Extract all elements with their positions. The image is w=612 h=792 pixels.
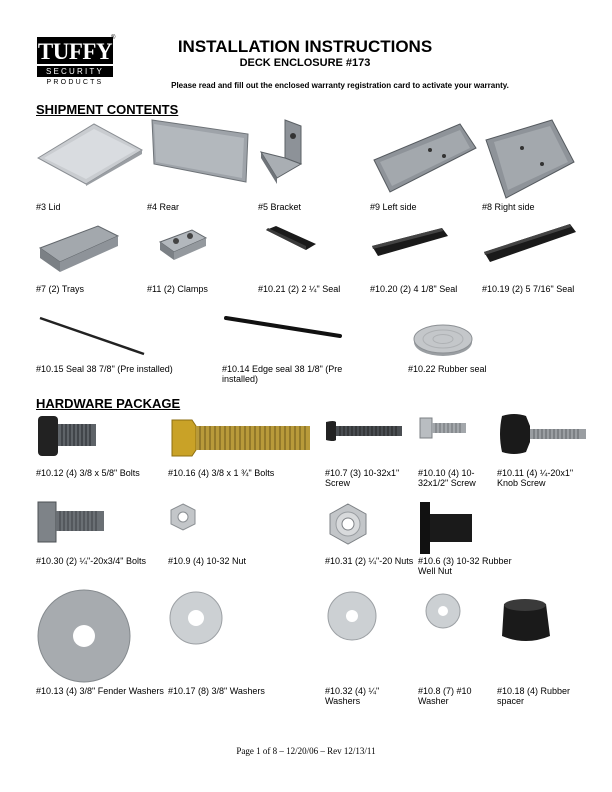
part-label: #5 Bracket <box>258 202 302 212</box>
long-seal-part-icon <box>39 316 145 356</box>
lid-part-icon <box>36 123 144 186</box>
tray-part-icon <box>38 225 120 272</box>
hardware-label: #10.9 (4) 10-32 Nut <box>168 556 247 566</box>
hardware-label: #10.12 (4) 3/8 x 5/8" Bolts <box>36 468 140 478</box>
clamp-part-icon <box>158 229 208 260</box>
logo-products: PRODUCTS <box>46 79 104 86</box>
fender-washer-icon <box>37 589 131 683</box>
part-label: #10.20 (2) 4 1/8" Seal <box>370 284 458 294</box>
page-footer: Page 1 of 8 – 12/20/06 – Rev 12/13/11 <box>236 746 376 756</box>
brass-bolt-icon <box>171 419 310 457</box>
nut-icon <box>170 503 196 531</box>
seal-part-icon <box>372 228 448 256</box>
part-label: #11 (2) Clamps <box>147 284 208 294</box>
lock-nut-icon <box>329 503 367 545</box>
part-label: #10.19 (2) 5 7/16" Seal <box>482 284 575 294</box>
hardware-label: #10.10 (4) 10-32x1/2" Screw <box>418 468 476 488</box>
edge-seal-part-icon <box>224 316 342 338</box>
hardware-label: #10.32 (4) ¼" Washers <box>325 686 380 706</box>
part-label: #10.15 Seal 38 7/8" (Pre installed) <box>36 364 173 374</box>
hardware-label: #10.30 (2) ¼"-20x3/4" Bolts <box>36 556 146 566</box>
hardware-label: #10.17 (8) 3/8" Washers <box>168 686 265 696</box>
hardware-label: #10.8 (7) #10 Washer <box>418 686 472 706</box>
rubber-seal-disc-icon <box>413 324 473 356</box>
part-label: #10.22 Rubber seal <box>408 364 487 374</box>
hex-bolt-icon <box>37 501 104 543</box>
rear-panel-part-icon <box>151 119 249 183</box>
left-side-part-icon <box>373 123 477 193</box>
part-label: #10.21 (2) 2 ¼" Seal <box>258 284 341 294</box>
hardware-label: #10.18 (4) Rubber spacer <box>497 686 571 706</box>
logo-brand: TUFFY <box>37 37 113 64</box>
hardware-label: #10.6 (3) 10-32 Rubber Well Nut <box>418 556 512 576</box>
rubber-spacer-icon <box>502 599 550 641</box>
tuffy-logo: TUFFY ® SECURITY PRODUCTS <box>37 35 116 89</box>
bracket-part-icon <box>259 119 303 184</box>
knob-screw-icon <box>500 414 586 454</box>
seal-part-icon <box>266 226 316 250</box>
page-title: INSTALLATION INSTRUCTIONS <box>177 37 433 56</box>
hardware-label: #10.11 (4) ¼-20x1" Knob Screw <box>497 468 574 488</box>
page-subtitle: DECK ENCLOSURE #173 <box>239 57 371 69</box>
hardware-label: #10.31 (2) ¼"-20 Nuts <box>325 556 414 566</box>
washer-icon <box>425 593 461 629</box>
warranty-notice: Please read and fill out the enclosed wa… <box>171 81 509 90</box>
part-label: #10.14 Edge seal 38 1/8" (Pre installed) <box>222 364 343 384</box>
seal-part-icon <box>484 224 576 262</box>
washer-icon <box>327 591 377 641</box>
part-label: #7 (2) Trays <box>36 284 85 294</box>
hardware-label: #10.13 (4) 3/8" Fender Washers <box>36 686 164 696</box>
right-side-part-icon <box>485 119 575 199</box>
logo-security: SECURITY <box>37 66 113 77</box>
bolt-icon <box>38 416 96 456</box>
hardware-label: #10.7 (3) 10-32x1" Screw <box>325 468 400 488</box>
part-label: #9 Left side <box>370 202 417 212</box>
part-label: #4 Rear <box>147 202 180 212</box>
logo-registered-mark: ® <box>111 35 116 41</box>
part-label: #3 Lid <box>36 202 61 212</box>
part-label: #8 Right side <box>482 202 535 212</box>
hardware-label: #10.16 (4) 3/8 x 1 ¾" Bolts <box>168 468 275 478</box>
screw-icon <box>326 421 402 441</box>
shipment-contents-heading: SHIPMENT CONTENTS <box>36 102 179 117</box>
washer-icon <box>169 591 223 645</box>
hardware-package-heading: HARDWARE PACKAGE <box>36 396 181 411</box>
well-nut-icon <box>420 502 472 554</box>
hex-screw-icon <box>419 417 466 439</box>
